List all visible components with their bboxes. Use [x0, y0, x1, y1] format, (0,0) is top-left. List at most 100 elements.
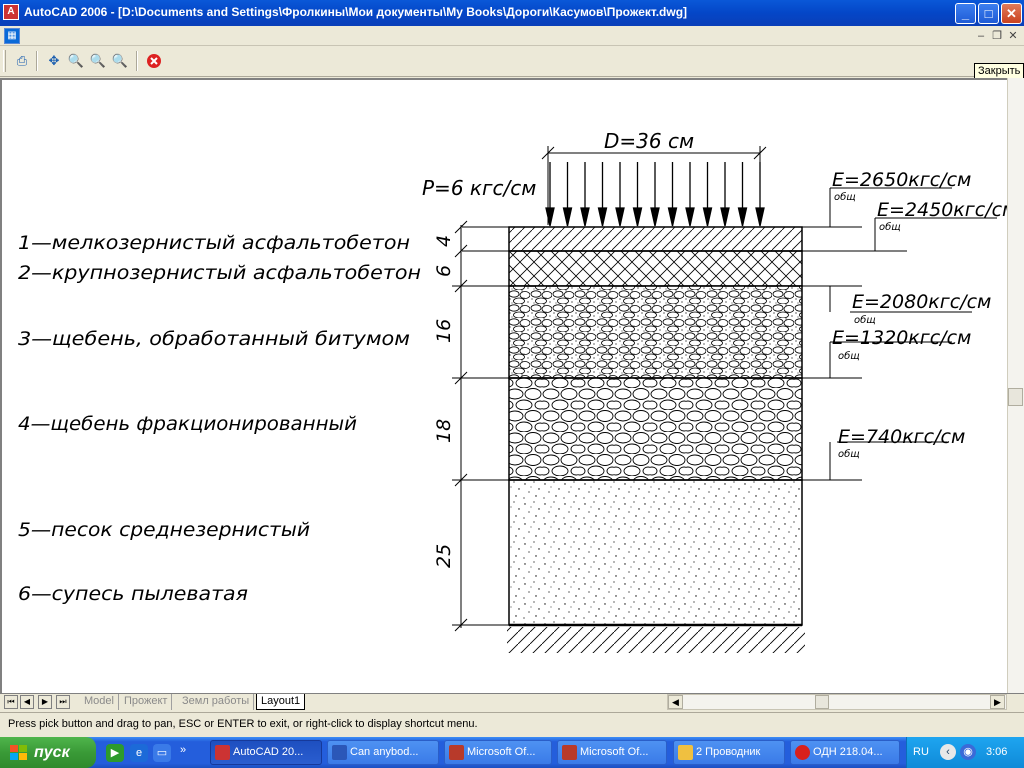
drawing-doc-icon[interactable]: ▦	[4, 28, 20, 44]
layer-label-2: 2—крупнозернистый асфальтобетон	[18, 262, 421, 284]
load-arrow-head	[562, 207, 573, 227]
prev-tab-button[interactable]: ◀	[20, 695, 34, 709]
modulus-sub-1: общ	[834, 191, 856, 203]
layer-label-3: 3—щебень, обработанный битумом	[18, 328, 410, 350]
mdi-strip	[0, 26, 1024, 46]
next-tab-button[interactable]: ▶	[38, 695, 52, 709]
load-arrow-head	[597, 207, 608, 227]
show-desktop-icon[interactable]: ▭	[153, 744, 171, 762]
pressure-label: P=6 кгс/см	[422, 176, 536, 200]
toolbar-separator	[36, 51, 38, 71]
task-opera[interactable]: ОДН 218.04...	[790, 740, 900, 765]
windows-logo-icon	[10, 745, 27, 760]
thickness-label-1: 4	[433, 235, 455, 247]
horizontal-scrollbar[interactable]	[667, 694, 1007, 710]
title-bar[interactable]: A AutoCAD 2006 - [D:\Documents and Setti…	[0, 0, 1024, 26]
layer-label-1: 1—мелкозернистый асфальтобетон	[18, 232, 410, 254]
toolbar-separator	[136, 51, 138, 71]
load-arrow-head	[615, 207, 625, 227]
task-explorer-group[interactable]: 2 Проводник	[673, 740, 785, 765]
folder-icon	[678, 745, 693, 760]
command-prompt-text: Press pick button and drag to pan, ESC o…	[8, 718, 478, 730]
modulus-label-4: E=1320кгс/см	[832, 327, 971, 349]
tab-earthworks[interactable]: Земл работы	[178, 694, 255, 710]
zoom-previous-icon[interactable]: 🔍	[111, 53, 129, 68]
pan-icon[interactable]: ✥	[48, 53, 60, 68]
print-icon[interactable]: ⎙	[16, 53, 28, 68]
autocad-task-icon	[215, 745, 230, 760]
modulus-sub-5: общ	[838, 448, 860, 460]
thickness-label-4: 18	[433, 419, 455, 443]
scroll-left-button[interactable]: ◀	[668, 695, 683, 709]
thickness-label-5: 25	[433, 544, 455, 568]
media-player-icon[interactable]: ▶	[106, 744, 124, 762]
pavement-section-drawing: D=36 см P=6 кгс/см E=2650кгс/см общ E=24…	[18, 129, 1007, 653]
load-arrow-head	[650, 207, 660, 227]
toolbar-grip[interactable]	[3, 50, 6, 72]
layer-label-4: 4—щебень фракционированный	[18, 413, 357, 435]
load-arrow-head	[720, 207, 730, 227]
zoom-realtime-icon[interactable]: 🔍	[67, 53, 85, 68]
modulus-label-1: E=2650кгс/см	[832, 169, 971, 191]
internet-explorer-icon[interactable]: e	[130, 744, 148, 762]
close-preview-icon[interactable]	[144, 51, 164, 71]
task-office-1[interactable]: Microsoft Of...	[444, 740, 552, 765]
modulus-sub-4: общ	[838, 350, 860, 362]
mdi-close-button[interactable]: ✕	[1008, 30, 1018, 42]
office-task-icon	[449, 745, 464, 760]
clock: 3:06	[986, 746, 1008, 758]
task-word-doc[interactable]: Can anybod...	[327, 740, 439, 765]
layer-label-5: 5—песок среднезернистый	[18, 519, 310, 541]
tab-model[interactable]: Model	[80, 694, 119, 710]
task-office-2[interactable]: Microsoft Of...	[557, 740, 667, 765]
modulus-label-2: E=2450кгс/см	[877, 199, 1007, 221]
opera-icon	[795, 745, 810, 760]
maximize-button[interactable]: □	[978, 3, 999, 24]
load-arrow-head	[667, 207, 678, 227]
modulus-label-3: E=2080кгс/см	[852, 291, 991, 313]
load-arrow-head	[632, 207, 643, 227]
tab-project[interactable]: Прожект	[120, 694, 173, 710]
start-button[interactable]: пуск	[0, 737, 96, 768]
last-tab-button[interactable]: ⏭	[56, 695, 70, 709]
scroll-right-button[interactable]: ▶	[990, 695, 1005, 709]
task-opera-label: ОДН 218.04...	[813, 746, 883, 758]
office-task-icon	[562, 745, 577, 760]
load-arrow-head	[702, 207, 713, 227]
vertical-scrollbar[interactable]	[1007, 78, 1024, 693]
window-title: AutoCAD 2006 - [D:\Documents and Setting…	[24, 5, 688, 19]
load-arrow-head	[580, 207, 590, 227]
thickness-label-3: 16	[433, 319, 455, 343]
layer-label-6: 6—супесь пылеватая	[18, 583, 248, 605]
close-window-button[interactable]: ✕	[1001, 3, 1022, 24]
drawing-canvas[interactable]: D=36 см P=6 кгс/см E=2650кгс/см общ E=24…	[0, 78, 1007, 693]
task-autocad-label: AutoCAD 20...	[233, 746, 304, 758]
load-arrow-head	[685, 207, 695, 227]
tray-expand-icon[interactable]: ‹	[940, 744, 956, 760]
minimize-button[interactable]: _	[955, 3, 976, 24]
mdi-minimize-button[interactable]: –	[977, 30, 985, 42]
first-tab-button[interactable]: ⏮	[4, 695, 18, 709]
task-office-1-label: Microsoft Of...	[467, 746, 536, 758]
command-line[interactable]	[0, 712, 1024, 736]
tab-layout1[interactable]: Layout1	[256, 694, 306, 710]
modulus-sub-3: общ	[854, 314, 876, 326]
mdi-restore-button[interactable]: ❐	[992, 30, 1002, 42]
quicklaunch-more-icon[interactable]: »	[180, 744, 187, 756]
task-explorer-label: 2 Проводник	[696, 746, 761, 758]
network-icon[interactable]: ◉	[960, 744, 976, 760]
task-autocad[interactable]: AutoCAD 20...	[210, 740, 322, 765]
load-arrow-head	[737, 207, 748, 227]
language-indicator[interactable]: RU	[913, 746, 929, 758]
thickness-label-2: 6	[433, 265, 455, 277]
load-width-label: D=36 см	[604, 129, 694, 153]
horizontal-scroll-thumb[interactable]	[815, 695, 829, 709]
task-office-2-label: Microsoft Of...	[580, 746, 649, 758]
modulus-label-5: E=740кгс/см	[838, 426, 965, 448]
zoom-window-icon[interactable]: 🔍	[89, 53, 107, 68]
autocad-app-icon[interactable]: A	[3, 4, 19, 20]
load-arrow-head	[755, 207, 765, 227]
close-tooltip: Закрыть	[974, 63, 1024, 79]
vertical-scroll-thumb[interactable]	[1008, 388, 1023, 406]
load-arrow-head	[545, 207, 555, 227]
